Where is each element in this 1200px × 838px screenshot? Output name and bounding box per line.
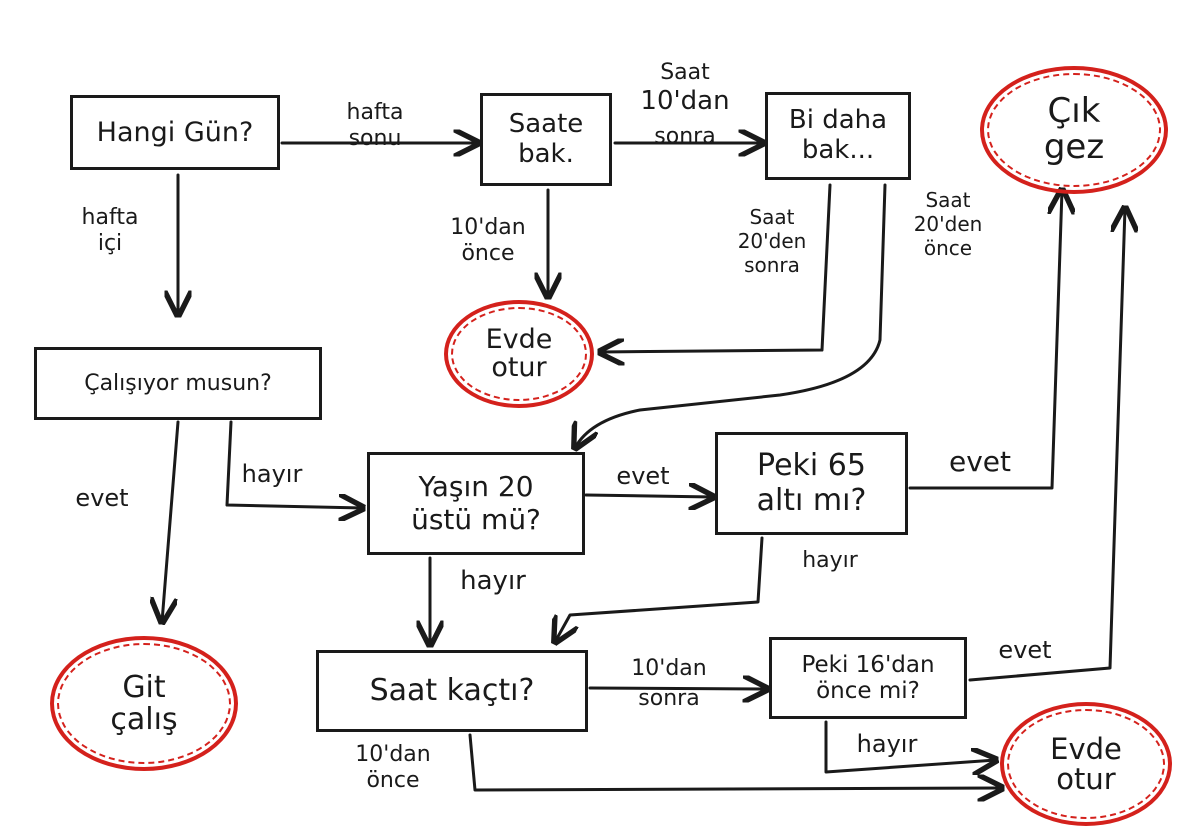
terminal-evde-otur-bottom-line1: Evde — [1050, 731, 1122, 766]
edge-yasin-20-to-peki-65 — [584, 495, 713, 497]
label-once-10dan-bottom: 10'dan önce — [338, 742, 448, 795]
terminal-git-calis: Git çalış — [50, 636, 238, 771]
label-hafta-ici-line2: içi — [97, 231, 123, 257]
node-peki-16: Peki 16'dan önce mi? — [769, 637, 967, 719]
label-hayir-peki65-text: hayır — [802, 548, 858, 573]
label-saat-20den-once-line1: Saat — [925, 188, 971, 212]
label-once-10dan-line1: 10'dan — [450, 215, 526, 240]
node-peki-65-line1: Peki 65 — [757, 448, 866, 483]
label-hafta-sonu-line2: sonu — [348, 126, 402, 152]
edge-peki-65-to-saat-kacti — [555, 536, 764, 642]
node-bi-daha-bak: Bi daha bak... — [765, 92, 911, 180]
edge-bi-daha-bak-to-yasin-20 — [575, 183, 887, 448]
label-sonra-10dan-line2: sonra — [638, 686, 700, 712]
label-saat-20den-once: Saat 20'den önce — [898, 188, 998, 260]
terminal-cik-gez: Çık gez — [980, 66, 1168, 194]
label-hayir-yasin-text: hayır — [460, 566, 526, 596]
label-hayir-peki16-text: hayır — [856, 730, 918, 758]
node-peki-16-line1: Peki 16'dan — [801, 651, 935, 678]
node-saate-bak-line1: Saate — [508, 108, 584, 139]
label-saat-20den-sonra-line3: sonra — [744, 253, 800, 277]
label-once-10dan-line2: önce — [461, 241, 515, 267]
label-evet-peki16-text: evet — [998, 636, 1052, 664]
label-sonra-10dan-line1: 10'dan — [631, 656, 707, 681]
label-saat-20den-sonra-line1: Saat — [749, 205, 795, 229]
label-sonra-10dan: 10'dan sonra — [614, 656, 724, 713]
edge-calisiyor-to-git-calis — [162, 420, 180, 622]
node-calisiyor-musun-label: Çalışıyor musun? — [84, 370, 272, 396]
node-yasin-20-line1: Yaşın 20 — [418, 470, 534, 504]
terminal-evde-otur-bottom: Evde otur — [1000, 702, 1172, 826]
node-hangi-gun-label: Hangi Gün? — [96, 116, 254, 148]
label-saat-10dan-sonra: Saat 10'dan sonra — [630, 60, 740, 150]
terminal-cik-gez-line1: Çık — [1047, 91, 1101, 132]
terminal-git-calis-line2: çalış — [110, 701, 178, 737]
node-saate-bak: Saate bak. — [480, 93, 612, 186]
node-bi-daha-bak-line2: bak... — [801, 135, 875, 165]
label-evet-calisiyor-text: evet — [75, 484, 129, 512]
terminal-cik-gez-line2: gez — [1043, 127, 1105, 167]
node-saate-bak-line2: bak. — [518, 138, 574, 169]
node-peki-16-line2: önce mi? — [816, 678, 920, 704]
label-evet-peki65: evet — [925, 445, 1035, 479]
label-hafta-sonu-line1: hafta — [346, 100, 404, 125]
label-hayir-peki16: hayır — [842, 730, 932, 759]
label-saat-10dan-sonra-line3: sonra — [654, 123, 716, 149]
edge-peki-16-to-cik-gez — [968, 208, 1125, 682]
terminal-git-calis-line1: Git — [122, 670, 166, 705]
label-once-10dan: 10'dan önce — [438, 215, 538, 268]
edge-saat-kacti-to-evde-otur-bottom — [468, 733, 1002, 790]
edge-peki-65-to-cik-gez — [908, 190, 1062, 490]
edge-peki-16-to-evde-otur-bottom — [824, 720, 996, 772]
label-evet-peki65-text: evet — [948, 445, 1011, 478]
label-hayir-yasin: hayır — [448, 566, 538, 597]
label-hayir-peki65: hayır — [790, 548, 870, 574]
label-evet-calisiyor: evet — [62, 484, 142, 513]
node-hangi-gun: Hangi Gün? — [70, 95, 280, 170]
label-hayir-calisiyor: hayır — [232, 460, 312, 489]
node-peki-65-line2: altı mı? — [756, 482, 867, 518]
label-saat-20den-sonra: Saat 20'den sonra — [722, 205, 822, 277]
label-saat-20den-once-line2: 20'den — [913, 212, 983, 236]
label-once-10dan-bottom-line1: 10'dan — [355, 742, 431, 767]
edge-saat-kacti-to-peki-16 — [588, 688, 767, 689]
label-hayir-calisiyor-text: hayır — [241, 460, 303, 488]
terminal-evde-otur-top: Evde otur — [444, 300, 594, 408]
edge-bi-daha-bak-to-evde-otur-top — [600, 183, 832, 352]
label-evet-peki16: evet — [980, 636, 1070, 665]
node-yasin-20-line2: üstü mü? — [411, 502, 541, 536]
terminal-evde-otur-top-line1: Evde — [485, 323, 553, 355]
terminal-evde-otur-top-line2: otur — [491, 352, 547, 383]
label-hafta-ici-line1: hafta — [81, 205, 139, 230]
label-saat-10dan-sonra-line1: Saat — [660, 60, 710, 85]
node-saat-kacti: Saat kaçtı? — [316, 650, 588, 732]
node-calisiyor-musun: Çalışıyor musun? — [34, 347, 322, 420]
node-yasin-20: Yaşın 20 üstü mü? — [367, 452, 585, 555]
node-peki-65: Peki 65 altı mı? — [715, 432, 908, 535]
label-hafta-ici: hafta içi — [65, 205, 155, 258]
label-evet-yasin: evet — [598, 462, 688, 491]
label-evet-yasin-text: evet — [616, 462, 670, 490]
label-saat-20den-once-line3: önce — [923, 236, 973, 260]
label-saat-10dan-sonra-line2: 10'dan — [640, 86, 730, 117]
label-once-10dan-bottom-line2: önce — [366, 768, 420, 794]
terminal-evde-otur-bottom-line2: otur — [1056, 762, 1116, 796]
label-saat-20den-sonra-line2: 20'den — [737, 229, 807, 253]
edge-calisiyor-to-yasin-20 — [225, 420, 363, 508]
node-bi-daha-bak-line1: Bi daha — [788, 105, 888, 136]
node-saat-kacti-label: Saat kaçtı? — [369, 672, 535, 708]
label-hafta-sonu: hafta sonu — [320, 100, 430, 153]
